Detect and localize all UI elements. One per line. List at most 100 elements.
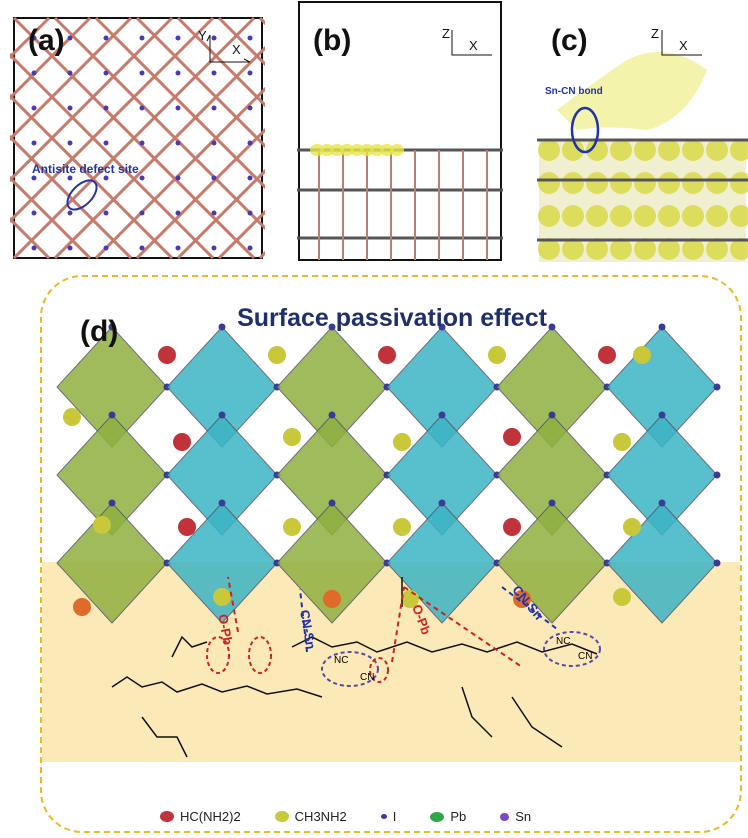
iodine-atom — [438, 323, 446, 331]
defect-ellipse — [66, 179, 98, 211]
sn-sphere-icon — [500, 812, 510, 821]
sn-atom — [31, 70, 37, 76]
polymer-donor — [111, 635, 323, 758]
cation-sphere — [598, 346, 616, 364]
cation-sphere — [63, 408, 81, 426]
sn-sphere — [562, 172, 584, 194]
sn-atom — [247, 35, 253, 41]
legend-label: Sn — [515, 809, 532, 824]
ma-sphere-icon — [274, 811, 289, 822]
axis-arrows-icon — [206, 34, 251, 63]
sn-sphere — [634, 205, 656, 227]
adsorbate — [360, 144, 374, 156]
axis-x-label: X — [469, 38, 478, 53]
adsorbate — [330, 144, 344, 156]
bond — [135, 16, 379, 260]
cation-sphere — [178, 518, 196, 536]
bond — [0, 16, 92, 111]
sn-sphere — [538, 139, 560, 161]
sn-atom — [103, 105, 109, 111]
sn-sphere — [658, 172, 680, 194]
sn-sphere — [586, 172, 608, 194]
cation-sphere — [283, 518, 301, 536]
legend-label: Pb — [450, 809, 467, 824]
panel-b: (b) Z X — [297, 0, 503, 262]
iodine-atom — [218, 411, 226, 419]
bond — [12, 16, 256, 260]
cation-sphere — [393, 433, 411, 451]
cn-sn-arrow — [299, 588, 308, 653]
axis-y-label: Y — [198, 28, 207, 43]
sn-atom — [247, 245, 253, 251]
panel-d-title: Surface passivation effect — [237, 304, 547, 332]
iodine-atom — [108, 323, 116, 331]
sn-atom — [175, 35, 181, 41]
sn-sphere — [730, 205, 748, 227]
sn-atom — [139, 35, 145, 41]
sn-atom — [103, 70, 109, 76]
carbonyl-ellipse — [206, 636, 230, 674]
carbonyl-ellipse — [369, 657, 389, 683]
bond — [176, 16, 420, 260]
sn-sphere — [682, 139, 704, 161]
sn-sphere — [610, 205, 632, 227]
iodine-atom — [548, 323, 556, 331]
sn-sphere — [682, 238, 704, 260]
cn-sn-arrow — [501, 586, 558, 630]
cation-sphere — [283, 428, 301, 446]
sn-atom — [103, 140, 109, 146]
sn-atom — [139, 245, 145, 251]
sn-sphere — [658, 139, 680, 161]
sn-atom — [67, 140, 73, 146]
o-pb-arrow — [403, 586, 523, 668]
bond — [176, 16, 420, 260]
iodine-atom — [658, 411, 666, 419]
sn-atom — [103, 210, 109, 216]
sn-atom — [103, 245, 109, 251]
sn-cn-bond-label: Sn-CN bond — [545, 86, 603, 97]
sn-sphere — [562, 139, 584, 161]
nc-label-2: NC — [556, 636, 571, 647]
sn-atom — [175, 70, 181, 76]
panel-c-label: (c) — [551, 24, 588, 57]
sn-atom — [211, 210, 217, 216]
sn-atom — [67, 70, 73, 76]
legend-label: HC(NH2)2 — [180, 809, 241, 824]
sn-atom — [31, 210, 37, 216]
sn-atom — [31, 175, 37, 181]
sn-atom — [103, 175, 109, 181]
iodine-atom — [658, 499, 666, 507]
acceptor-molecule — [291, 577, 598, 748]
sn-atom — [31, 105, 37, 111]
bond — [53, 16, 297, 260]
bond — [135, 16, 379, 260]
cation-sphere — [623, 518, 641, 536]
bond — [0, 16, 215, 234]
octahedron — [56, 502, 168, 624]
panel-d-label: (d) — [80, 315, 119, 348]
iodine-atom — [713, 471, 721, 479]
sn-sphere — [634, 139, 656, 161]
cell-frame — [298, 1, 502, 261]
sn-atom — [139, 175, 145, 181]
axis-arrows-icon — [451, 30, 492, 56]
sn-sphere — [610, 172, 632, 194]
axis-z-label: Z — [651, 26, 659, 41]
sn-atom — [139, 210, 145, 216]
sn-atom — [139, 70, 145, 76]
sn-atom — [211, 35, 217, 41]
sn-sphere — [682, 205, 704, 227]
sn-atom — [67, 245, 73, 251]
iodine-atom — [328, 499, 336, 507]
bond — [0, 16, 174, 193]
sn-sphere — [634, 172, 656, 194]
sn-atom — [67, 105, 73, 111]
iodine-atom — [438, 499, 446, 507]
cation-sphere — [488, 346, 506, 364]
sn-sphere — [610, 238, 632, 260]
octahedron — [276, 502, 388, 624]
o-pb-arrow — [227, 576, 239, 633]
cation-sphere — [613, 588, 631, 606]
sn-sphere — [538, 238, 560, 260]
sn-atom — [103, 35, 109, 41]
